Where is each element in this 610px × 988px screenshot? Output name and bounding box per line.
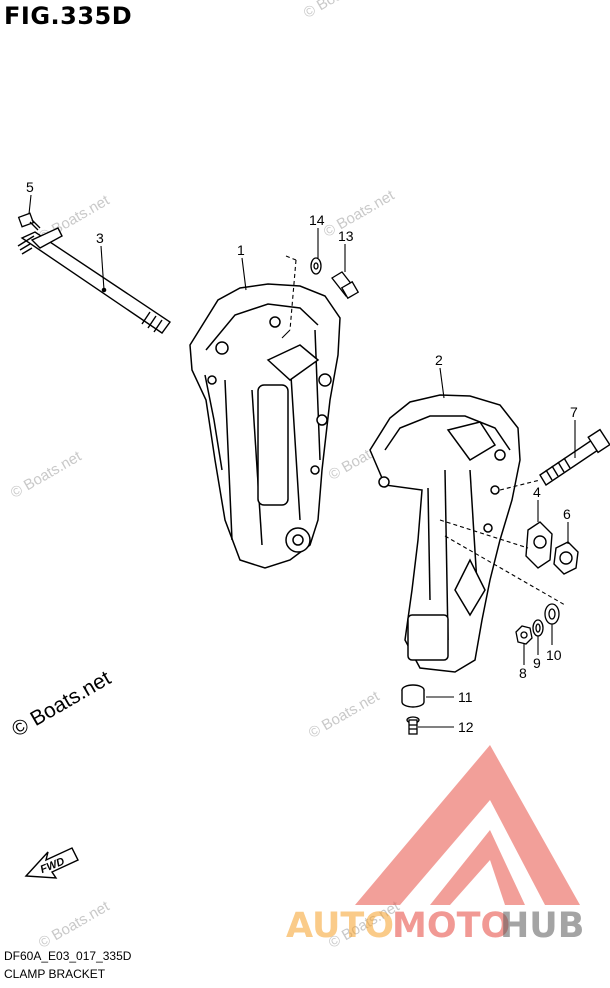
figure-title: FIG.335D bbox=[4, 2, 133, 30]
washer-part-10 bbox=[544, 603, 560, 625]
screw-part-12 bbox=[406, 716, 420, 735]
fwd-arrow-icon: FWD bbox=[24, 847, 79, 879]
part-label-2: 2 bbox=[435, 352, 443, 368]
part-label-4: 4 bbox=[533, 484, 541, 500]
part-label-14: 14 bbox=[309, 212, 325, 228]
brand-logo-icon bbox=[355, 745, 580, 905]
part-label-6: 6 bbox=[563, 506, 571, 522]
plate-part-4 bbox=[525, 521, 553, 569]
part-label-11: 11 bbox=[458, 689, 473, 705]
bolt-part-7 bbox=[539, 428, 610, 486]
figure-caption: CLAMP BRACKET bbox=[4, 967, 106, 981]
part-labels: 5 3 1 14 13 2 7 4 6 8 9 10 11 12 bbox=[26, 179, 578, 735]
shaft-part-3 bbox=[17, 227, 171, 334]
clamp-bracket-part-1 bbox=[189, 283, 341, 569]
spacer-part-11 bbox=[401, 684, 425, 708]
figure-code: DF60A_E03_017_335D bbox=[4, 949, 132, 963]
part-label-1: 1 bbox=[237, 242, 245, 258]
part-label-12: 12 bbox=[458, 719, 474, 735]
bolt-part-5 bbox=[17, 212, 41, 231]
leader-lines bbox=[28, 194, 576, 728]
part-label-10: 10 bbox=[546, 647, 562, 663]
washer-part-14 bbox=[310, 257, 322, 275]
part-label-13: 13 bbox=[338, 228, 354, 244]
nut-part-6 bbox=[553, 541, 579, 575]
brand-text-auto: AUTO bbox=[286, 906, 395, 946]
part-label-5: 5 bbox=[26, 179, 34, 195]
part-label-8: 8 bbox=[519, 665, 527, 681]
clamp-bracket-part-2 bbox=[369, 394, 521, 673]
brand-text-hub: HUB bbox=[500, 906, 585, 946]
part-label-3: 3 bbox=[96, 230, 104, 246]
brand-text-moto: MOTO bbox=[392, 906, 511, 946]
washer-part-9 bbox=[532, 619, 544, 637]
part-label-7: 7 bbox=[570, 404, 578, 420]
part-label-9: 9 bbox=[533, 655, 541, 671]
nut-part-8 bbox=[515, 625, 533, 645]
screw-part-13 bbox=[331, 271, 360, 300]
